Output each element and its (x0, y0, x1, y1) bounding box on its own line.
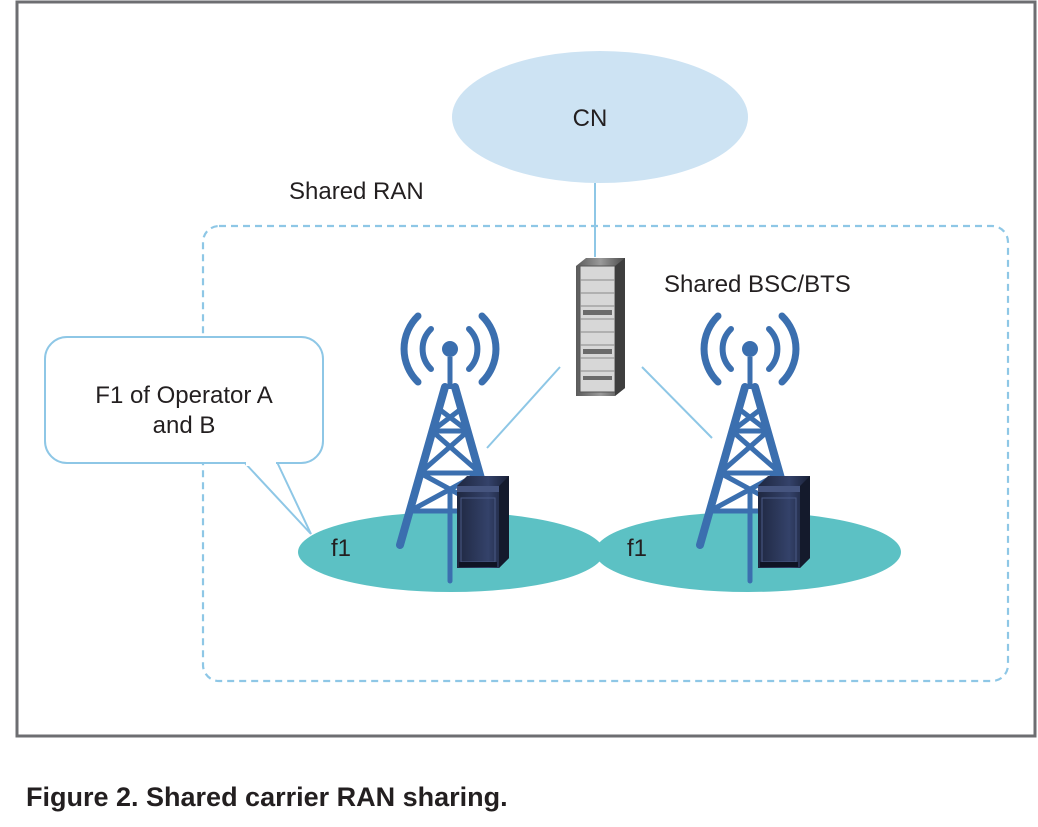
cell-left-label: f1 (331, 535, 351, 562)
shared-bsc-rack-icon (576, 258, 625, 396)
shared-bsc-bts-label: Shared BSC/BTS (664, 271, 851, 298)
callout-text-line2: and B (153, 412, 216, 439)
bsc-to-right-bts-link (641, 366, 713, 439)
right-bts-cabinet-icon (757, 475, 811, 569)
left-bts-cabinet-icon (456, 475, 510, 569)
cell-right-label: f1 (627, 535, 647, 562)
figure-caption: Figure 2. Shared carrier RAN sharing. (26, 782, 508, 812)
core-network-label: CN (573, 105, 608, 132)
bsc-to-left-bts-link (486, 366, 561, 449)
callout-box (44, 336, 324, 464)
shared-ran-boundary (201, 224, 1010, 683)
core-network-ellipse (452, 51, 748, 183)
callout-pointer (243, 461, 312, 535)
shared-ran-label: Shared RAN (289, 178, 424, 205)
callout-text-line1: F1 of Operator A (95, 382, 272, 409)
